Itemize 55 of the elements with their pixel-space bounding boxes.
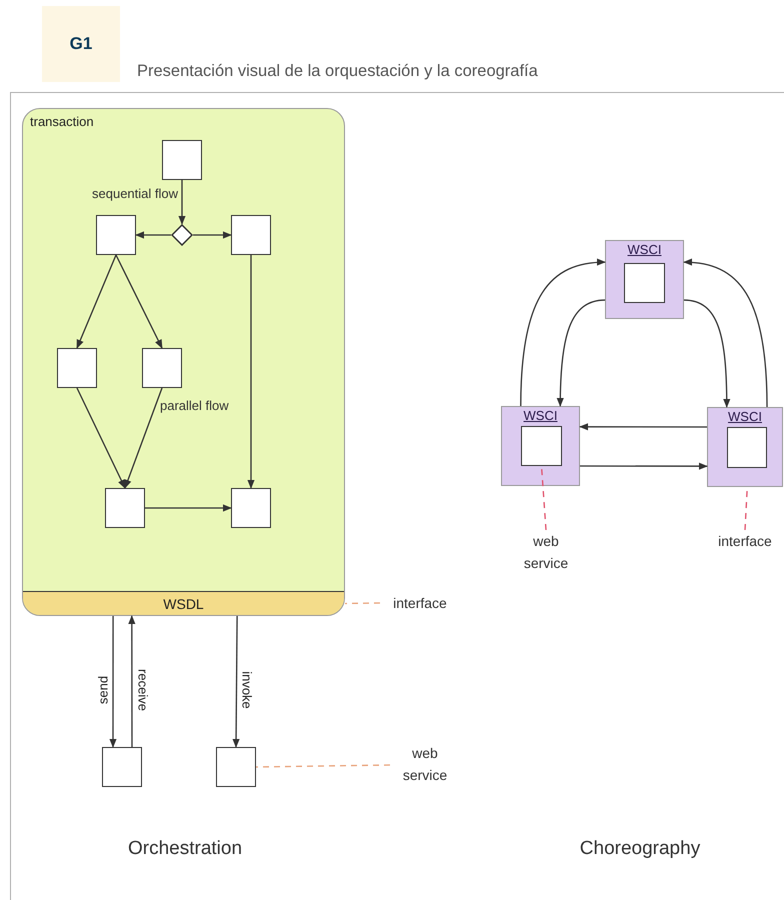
edge-label: send [96, 676, 110, 704]
choreography-node [501, 406, 580, 486]
tag-badge: G1 [42, 6, 120, 82]
activity-box [105, 488, 145, 528]
activity-box [521, 426, 562, 466]
node-title: WSCI [522, 408, 558, 423]
activity-box [231, 488, 271, 528]
choreography-node [707, 407, 783, 487]
activity-box [216, 747, 256, 787]
activity-box [142, 348, 182, 388]
activity-box [57, 348, 97, 388]
arrow [76, 388, 126, 489]
arrow [178, 180, 186, 225]
arrow [247, 255, 255, 489]
callout-text: interface [708, 530, 782, 554]
arrow [520, 258, 606, 406]
arrow [135, 231, 171, 239]
activity-box [231, 215, 271, 255]
callout-text: interface [380, 592, 460, 614]
arrow [683, 258, 768, 408]
arrow [684, 299, 730, 408]
leader-line [345, 602, 380, 604]
title: Presentación visual de la orquestación y la coreografía [137, 62, 538, 81]
callout-text: web service [390, 742, 460, 788]
leader-line [256, 764, 390, 768]
activity-box [96, 215, 136, 255]
flow-label: sequential flow [91, 186, 178, 201]
decision-diamond [171, 224, 193, 246]
arrow [124, 388, 163, 489]
arrow [193, 231, 232, 239]
edge-label: receive [136, 669, 150, 711]
arrow [580, 462, 708, 470]
arrow [115, 254, 163, 349]
interface-band: WSDL [23, 591, 344, 615]
arrow [145, 504, 232, 512]
arrow [556, 299, 606, 407]
activity-box [624, 263, 665, 303]
arrow [232, 616, 240, 748]
node-title: WSCI [727, 409, 763, 424]
choreography-node [605, 240, 684, 319]
transaction-container [22, 108, 345, 616]
arrow [128, 615, 136, 747]
activity-box [102, 747, 142, 787]
arrow [109, 616, 117, 748]
activity-box [727, 427, 767, 468]
arrow [579, 423, 707, 430]
section-caption: Choreography [578, 838, 702, 860]
edge-label: invoke [240, 671, 254, 709]
node-title: WSCI [626, 242, 662, 257]
arrow [76, 254, 117, 349]
callout-text: web service [515, 530, 577, 574]
container-title: transaction [30, 114, 94, 129]
flow-label: parallel flow [160, 398, 230, 413]
section-caption: Orchestration [126, 838, 244, 860]
activity-box [162, 140, 202, 180]
